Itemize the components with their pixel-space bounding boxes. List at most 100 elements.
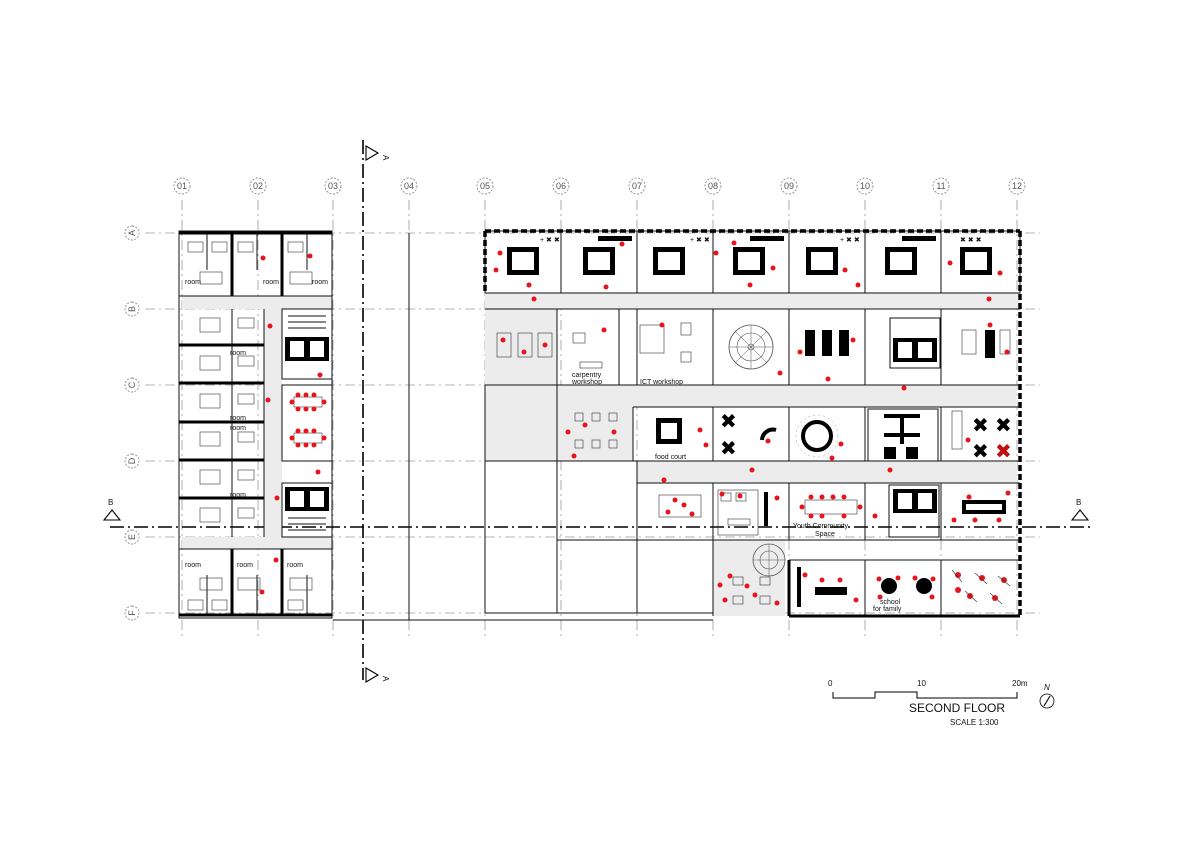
grid-bubble-06: 06 [552,177,570,195]
svg-text:C: C [127,381,137,388]
youth-community-label: Youth Community [793,523,848,530]
school-label: school [880,599,901,606]
spiral-stair-top [728,324,783,376]
room-label: room [230,492,246,499]
carpentry-workshop-label: workshop [571,379,602,386]
community-row: Youth Community Space [557,461,1020,541]
grid-bubble-10: 10 [856,177,874,195]
svg-text:06: 06 [556,181,566,191]
room-label: room [287,562,303,569]
grid-bubble-09: 09 [780,177,798,195]
column-bubbles: 01 02 03 04 05 06 07 08 09 10 11 12 [173,177,1026,195]
svg-text:✖: ✖ [720,409,737,433]
section-marker-b-left: B [108,498,113,507]
row-bubbles: A B C D E F [124,225,140,621]
ict-workshop-label: ICT workshop [640,379,683,386]
svg-text:+ ✖ ✖: + ✖ ✖ [840,237,860,244]
section-cut-b: B B [102,498,1090,528]
svg-text:03: 03 [328,181,338,191]
bottom-room-block [179,548,332,615]
svg-text:12: 12 [1012,181,1022,191]
food-court-label: food court [655,454,686,461]
svg-text:01: 01 [177,181,187,191]
svg-text:✖: ✖ [995,413,1012,437]
scale-bar: 0 10 20m [828,679,1028,699]
section-marker-a-bottom: A [381,676,390,682]
scale-tick-label: 10 [917,679,926,688]
grid-bubble-03: 03 [324,177,342,195]
svg-text:07: 07 [632,181,642,191]
grid-bubble-E: E [124,529,140,545]
workshop-row: carpentry workshop ICT workshop [485,308,1020,391]
scale-tick-label: 0 [828,679,833,688]
grid-bubble-12: 12 [1008,177,1026,195]
top-room-block [179,233,332,297]
right-wing: + ✖ ✖ + ✖ ✖ + ✖ ✖ ✖ ✖ ✖ [333,229,1022,621]
svg-text:+ ✖ ✖: + ✖ ✖ [540,237,560,244]
section-arrow-icon [102,509,122,521]
svg-text:09: 09 [784,181,794,191]
room-label: room [230,425,246,432]
north-arrow-icon: N [1039,683,1055,709]
room-label: room [185,562,201,569]
grid-bubble-C: C [124,377,140,393]
left-meeting-rooms [281,372,333,475]
svg-text:10: 10 [860,181,870,191]
svg-text:02: 02 [253,181,263,191]
north-label: N [1044,683,1050,692]
svg-text:✖: ✖ [995,439,1012,463]
section-marker-b-right: B [1076,498,1081,507]
grid-bubble-B: B [124,301,140,317]
school-desks-cluster [951,569,1011,605]
svg-text:F: F [127,610,137,616]
left-wing: room room room room room room room room … [178,230,333,619]
room-label: room [230,350,246,357]
carpentry-workshop-label: carpentry [572,372,602,379]
svg-text:D: D [127,457,137,464]
grid-bubble-07: 07 [628,177,646,195]
section-arrow-icon [365,667,380,683]
svg-text:04: 04 [404,181,414,191]
left-room-column [179,309,280,537]
svg-text:B: B [127,306,137,312]
section-arrow-icon [365,145,380,161]
grid-bubble-11: 11 [932,177,950,195]
school-row: school for family [712,540,1020,618]
grid-bubble-A: A [124,225,140,241]
room-label: room [230,415,246,422]
section-arrow-icon [1070,509,1090,521]
youth-community-label: Space [815,531,835,538]
svg-text:05: 05 [480,181,490,191]
grid-bubble-02: 02 [249,177,267,195]
drawing-scale: SCALE 1:300 [950,718,999,727]
svg-text:E: E [127,534,137,540]
left-core-bottom [281,482,333,538]
room-label: room [312,279,328,286]
spiral-stair-bottom [752,543,786,577]
grid-bubble-D: D [124,453,140,469]
svg-text:✖: ✖ [720,436,737,460]
top-office-row: + ✖ ✖ + ✖ ✖ + ✖ ✖ ✖ ✖ ✖ [483,229,1022,616]
section-cut-a: A A [362,140,390,683]
scale-tick-label: 20m [1012,679,1028,688]
drawing-title: SECOND FLOOR [909,701,1005,715]
room-label: room [237,562,253,569]
food-court-tables [565,412,618,459]
grid-bubble-01: 01 [173,177,191,195]
grid-bubble-04: 04 [400,177,418,195]
svg-text:+ ✖ ✖: + ✖ ✖ [690,237,710,244]
room-label: room [185,279,201,286]
grid-bubble-F: F [124,605,140,621]
grid-bubble-05: 05 [476,177,494,195]
left-core-top [281,308,333,380]
svg-text:11: 11 [936,181,945,191]
school-label: for family [873,606,902,613]
svg-text:A: A [127,230,137,236]
svg-text:✖: ✖ [972,439,989,463]
section-marker-a-top: A [381,155,390,161]
svg-text:✖ ✖ ✖: ✖ ✖ ✖ [960,237,982,244]
grid-bubble-08: 08 [704,177,722,195]
svg-text:08: 08 [708,181,718,191]
svg-text:✖: ✖ [972,413,989,437]
